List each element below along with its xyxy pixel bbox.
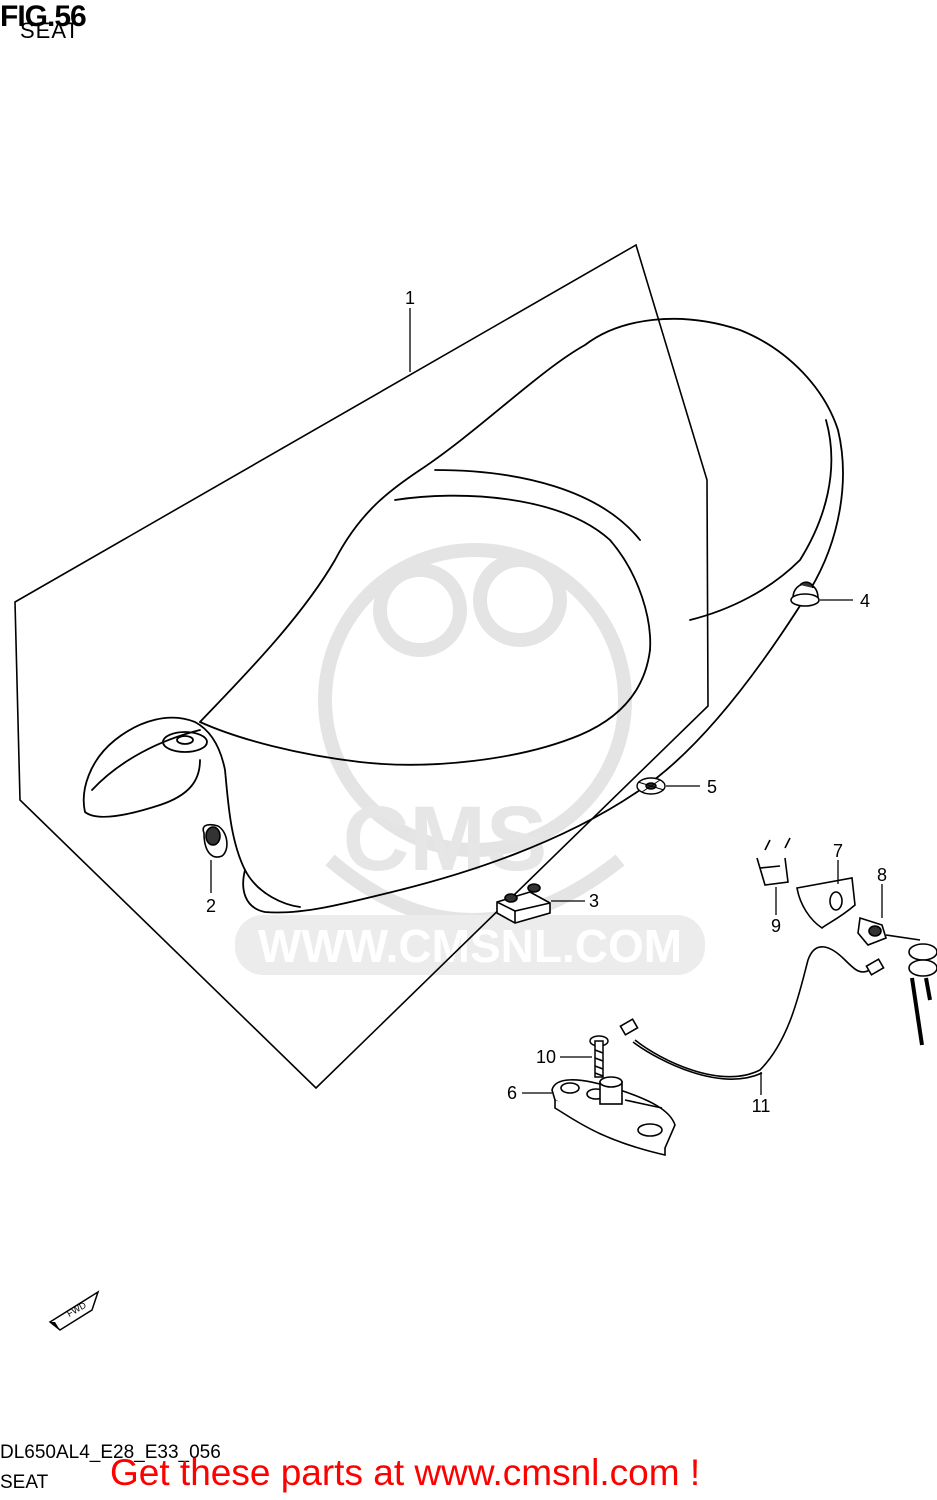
seat-hook-hole	[162, 731, 208, 753]
part-6-latch-plate	[551, 1076, 676, 1157]
callout-1: 1	[405, 288, 415, 308]
callout-9: 9	[771, 916, 781, 936]
watermark-banner	[235, 915, 705, 975]
watermark-logo: CMS	[343, 788, 547, 890]
watermark-mascot-head	[318, 543, 632, 857]
figure-title: FIG.56	[0, 0, 87, 33]
callout-5: 5	[707, 777, 717, 797]
seat-front-tip	[82, 716, 246, 871]
seat-step-line-upper	[434, 469, 641, 541]
seat-bottom-curve	[244, 869, 301, 908]
seat-step-line	[394, 494, 652, 651]
seat-drawing	[82, 317, 844, 914]
callout-11: 11	[752, 1096, 771, 1116]
callout-2: 2	[206, 896, 216, 916]
seat-front-crease	[91, 729, 201, 791]
part-7-bracket	[796, 877, 856, 930]
leader-lines	[210, 308, 883, 1095]
part-9-clip	[756, 837, 791, 886]
seat-hook-inner	[176, 735, 194, 745]
seat-top-outline	[199, 317, 844, 914]
callout-4: 4	[860, 591, 870, 611]
part-11-cable	[619, 946, 885, 1080]
fwd-arrow-icon: FWD	[48, 1290, 100, 1331]
part-4-cap	[790, 581, 820, 607]
callout-10: 10	[536, 1047, 556, 1067]
part-2-cushion	[202, 823, 228, 858]
callout-6: 6	[507, 1083, 517, 1103]
callout-7: 7	[833, 841, 843, 861]
part-10-screw	[589, 1035, 609, 1078]
seat-rear-crease	[689, 419, 833, 621]
seat-rider-edge	[199, 649, 651, 766]
assembly-outline	[14, 243, 709, 1090]
part-3-block	[496, 883, 551, 924]
promo-link[interactable]: Get these parts at www.cmsnl.com !	[110, 1452, 701, 1493]
figure-subtitle: SEAT	[20, 18, 80, 43]
watermark-goggle-right	[473, 553, 567, 647]
part-5-washer	[636, 777, 666, 795]
diagram-code: DL650AL4_E28_E33_056	[0, 1442, 221, 1463]
callout-8: 8	[877, 865, 887, 885]
part-8-lock-keys	[857, 916, 937, 1046]
diagram-name: SEAT	[0, 1472, 49, 1493]
watermark-url: WWW.CMSNL.COM	[258, 920, 682, 972]
callout-3: 3	[589, 891, 599, 911]
watermark-goggle-left	[373, 563, 467, 657]
